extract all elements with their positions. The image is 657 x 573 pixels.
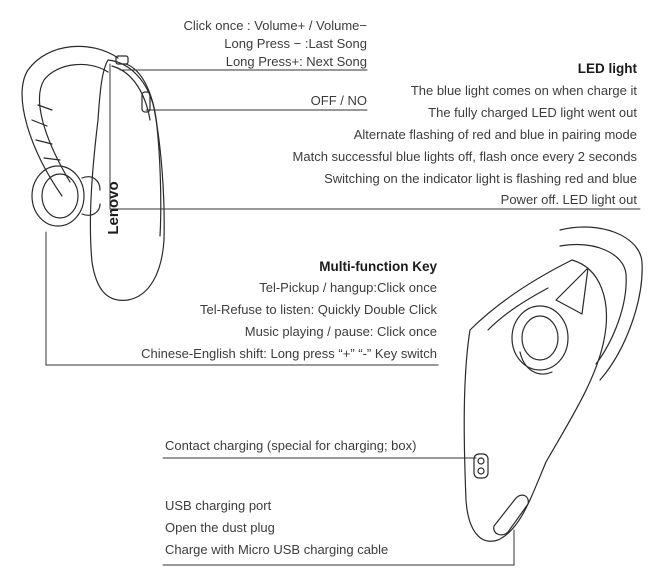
switch-label: OFF / NO [310,93,367,108]
mfk-item: Tel-Refuse to listen: Quickly Double Cli… [200,302,437,317]
button-callout-line1: Click once : Volume+ / Volume− [183,18,367,33]
lenovo-logo: Lenovo [105,181,122,234]
led-light-item: Switching on the indicator light is flas… [324,171,637,186]
led-light-item: Power off. LED light out [500,192,637,207]
usb-item: USB charging port [165,498,272,513]
mfk-item: Tel-Pickup / hangup:Click once [259,280,437,295]
headset-top-body [21,45,165,301]
mfk-item: Music playing / pause: Click once [244,324,437,339]
headset-bottom-body [463,226,643,542]
usb-item: Open the dust plug [165,520,275,535]
button-callout-line2: Long Press − :Last Song [224,36,367,51]
led-light-item: The fully charged LED light went out [428,105,637,120]
contact-charging-label: Contact charging (special for charging; … [165,438,417,453]
led-light-item: The blue light comes on when charge it [410,83,637,98]
multi-function-key-title: Multi-function Key [319,259,437,274]
led-light-item: Alternate flashing of red and blue in pa… [353,127,637,142]
led-light-title: LED light [577,61,637,76]
led-light-item: Match successful blue lights off, flash … [292,149,637,164]
mfk-item: Chinese-English shift: Long press “+” “-… [141,346,437,361]
usb-item: Charge with Micro USB charging cable [165,542,389,557]
leader-lines [45,63,641,566]
button-callout-line3: Long Press+: Next Song [225,54,367,69]
